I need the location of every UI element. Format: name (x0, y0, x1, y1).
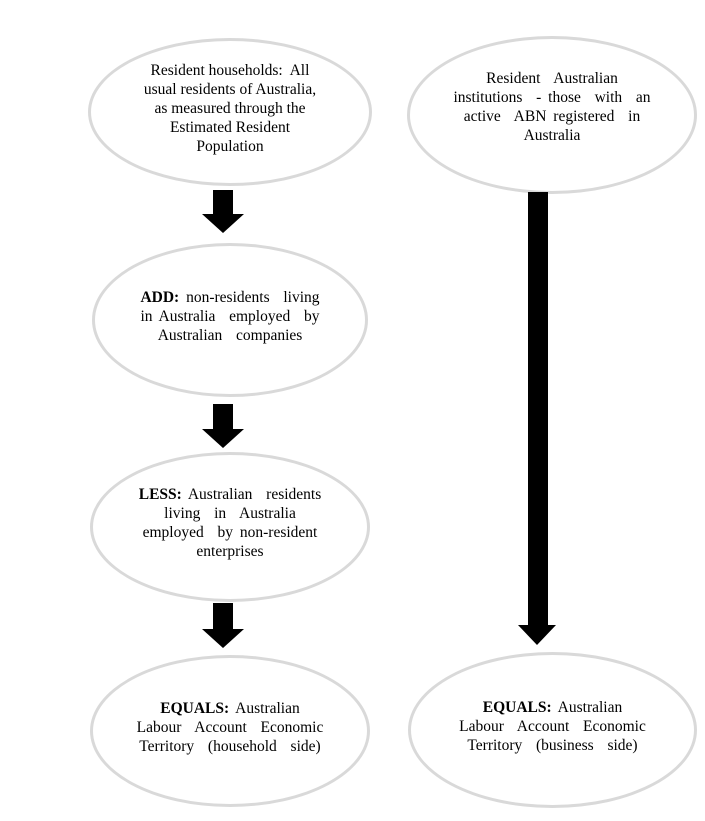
node-less-label: LESS: Australian residents living in Aus… (139, 485, 322, 561)
long-down-arrow-icon (518, 192, 556, 645)
text-rest: Australian (551, 698, 623, 716)
text-line: Australia (523, 127, 581, 144)
node-resident-households-label: Resident households: All usual residents… (144, 61, 316, 156)
text-line: enterprises (196, 543, 264, 560)
node-equals-household-label: EQUALS: Australian Labour Account Econom… (137, 699, 324, 756)
text-line: as measured through the (154, 99, 306, 117)
text-line: Estimated Resident (169, 118, 291, 136)
text-line: Territory (business side) (467, 736, 638, 754)
bold-prefix: EQUALS: (160, 699, 230, 717)
text-line: Resident households: All (150, 61, 310, 79)
down-arrow-icon (202, 190, 244, 233)
node-less-australian-residents: LESS: Australian residents living in Aus… (90, 452, 370, 602)
text-line: active ABN registered in (463, 108, 641, 125)
text-line: ADD: non-residents living (140, 288, 319, 307)
bold-prefix: EQUALS: (482, 698, 552, 716)
node-equals-household: EQUALS: Australian Labour Account Econom… (90, 655, 370, 807)
bold-prefix: LESS: (138, 486, 182, 503)
text-line: in Australia employed by (140, 307, 320, 325)
text-line: Resident Australian (486, 70, 618, 87)
bold-prefix: ADD: (140, 288, 180, 306)
text-line: employed by non-resident (142, 524, 318, 541)
node-resident-institutions: Resident Australian institutions - those… (407, 36, 697, 194)
node-resident-institutions-label: Resident Australian institutions - those… (453, 69, 650, 145)
text-line: Labour Account Economic (136, 718, 324, 736)
text-line: Australian companies (157, 326, 303, 344)
text-rest: non-residents living (179, 288, 320, 306)
down-arrow-icon (202, 404, 244, 448)
node-add-label: ADD: non-residents living in Australia e… (140, 288, 319, 345)
text-line: institutions - those with an (453, 89, 651, 106)
text-line: Labour Account Economic (459, 717, 646, 735)
text-rest: Australian residents (181, 486, 322, 503)
text-line: living in Australia (164, 505, 296, 522)
node-resident-households: Resident households: All usual residents… (88, 38, 372, 186)
node-equals-business: EQUALS: Australian Labour Account Econom… (408, 652, 697, 808)
text-rest: Australian (229, 699, 300, 717)
text-line: LESS: Australian residents (139, 485, 322, 504)
text-line: Territory (household side) (139, 737, 321, 755)
node-equals-business-label: EQUALS: Australian Labour Account Econom… (459, 698, 646, 755)
down-arrow-icon (202, 603, 244, 648)
text-line: EQUALS: Australian (459, 698, 646, 717)
text-line: Population (196, 137, 264, 155)
node-add-non-residents: ADD: non-residents living in Australia e… (92, 243, 368, 397)
text-line: usual residents of Australia, (143, 80, 317, 98)
text-line: EQUALS: Australian (137, 699, 324, 718)
